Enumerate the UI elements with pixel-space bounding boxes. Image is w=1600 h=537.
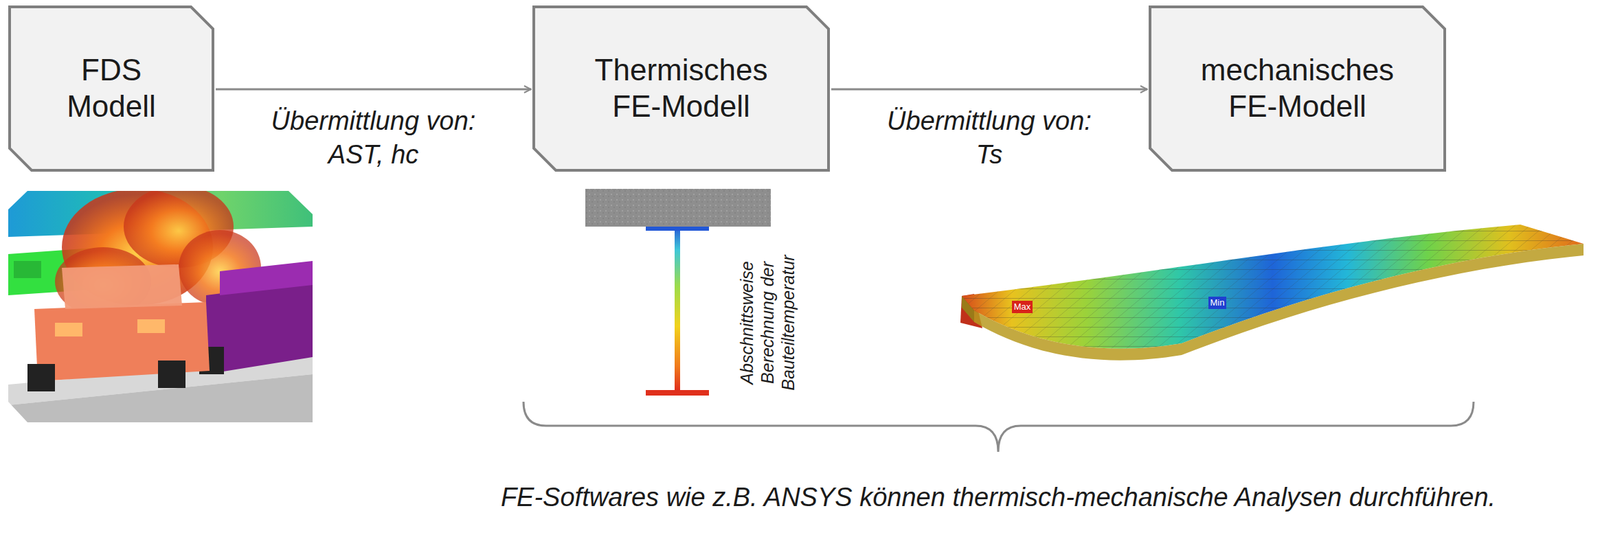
- caption-note: FE-Softwares wie z.B. ANSYS können therm…: [482, 482, 1514, 514]
- box-label: Thermisches FE-Modell: [568, 52, 795, 126]
- process-box: Thermisches FE-Modell: [532, 5, 830, 172]
- edge-label: Übermittlung von: AST, hc: [260, 104, 488, 173]
- arrow-connector: [831, 88, 1148, 91]
- box-outline: [532, 5, 830, 172]
- box-shape: [1150, 6, 1445, 171]
- min-marker: Min: [1208, 296, 1227, 310]
- box-label: mechanisches FE-Modell: [1184, 52, 1412, 126]
- process-box: FDS Modell: [8, 5, 215, 172]
- box-label: FDS Modell: [42, 52, 180, 126]
- vertical-note: Abschnittsweise Berechnung der Bauteilte…: [736, 237, 799, 409]
- box-shape: [533, 6, 829, 171]
- process-box: mechanisches FE-Modell: [1148, 5, 1447, 172]
- max-marker: Max: [1011, 300, 1034, 314]
- edge-label: Übermittlung von: Ts: [875, 104, 1103, 173]
- box-outline: [1148, 5, 1447, 172]
- arrow-connector: [215, 88, 532, 91]
- box-outline: [8, 5, 215, 172]
- box-shape: [9, 6, 213, 171]
